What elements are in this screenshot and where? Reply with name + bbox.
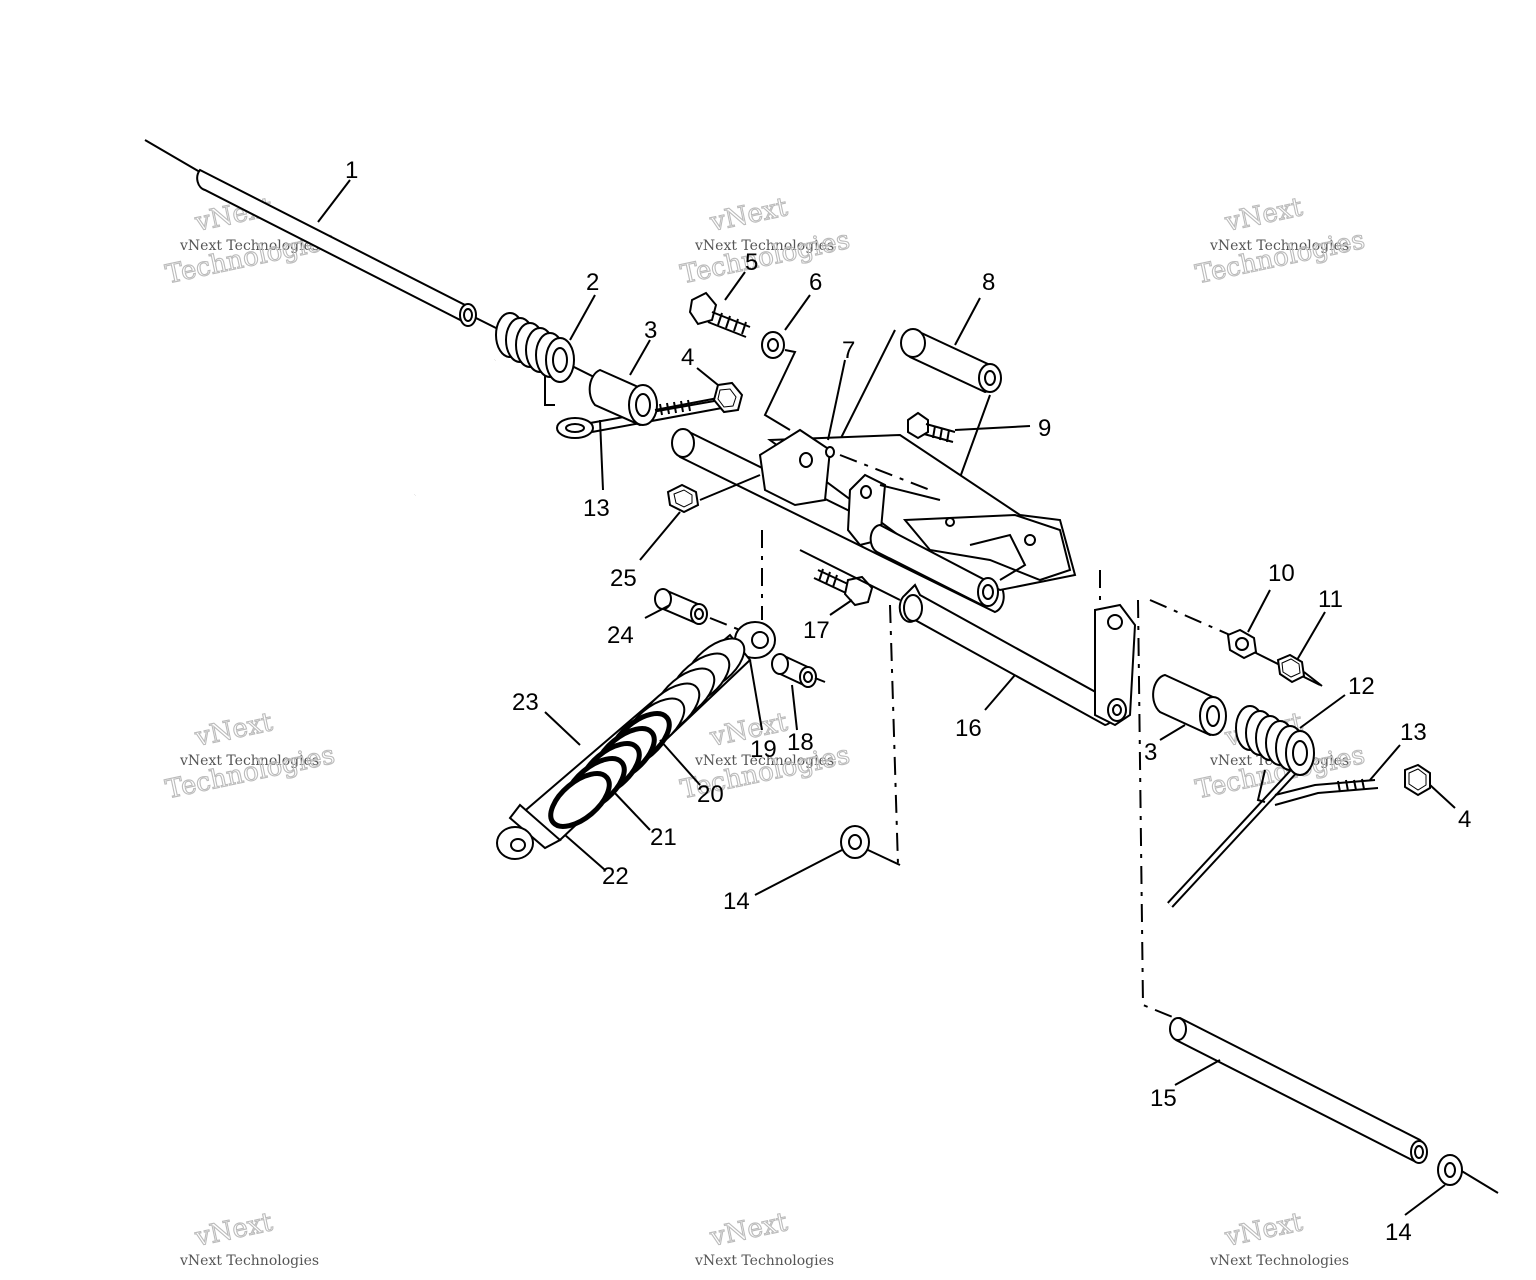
callout-4-right: 4	[1458, 806, 1471, 833]
callout-1: 1	[345, 157, 358, 184]
threaded-rod-left	[654, 397, 719, 416]
part-14-washer-bottom	[1437, 1154, 1463, 1186]
callout-14-bottom: 14	[1385, 1219, 1412, 1246]
watermark-line2: vNext Technologies	[694, 1253, 834, 1269]
watermark-line2: vNext Technologies	[179, 238, 319, 254]
callout-6: 6	[809, 269, 822, 296]
watermark-line1: vNext	[192, 1207, 276, 1253]
watermark-line1: vNext	[1222, 192, 1306, 238]
part-8-roller	[900, 328, 1002, 394]
part-5-bolt	[688, 291, 751, 338]
callout-15: 15	[1150, 1085, 1177, 1112]
callout-23: 23	[512, 689, 539, 716]
callout-16: 16	[955, 715, 982, 742]
part-13-eye-bolt-left	[556, 399, 723, 439]
part-11-nut	[1276, 653, 1323, 687]
shock-absorber	[496, 621, 776, 860]
watermark-group: vNext vNext Technologies Technologies vN…	[162, 192, 1368, 1269]
watermark-line1: vNext	[1222, 1207, 1306, 1253]
part-14-washer-middle	[840, 825, 901, 866]
shock-spring-coils	[548, 637, 746, 829]
callout-9: 9	[1038, 415, 1051, 442]
part-25-nut	[666, 474, 761, 514]
part-10-nut	[1226, 628, 1258, 660]
watermark-line1: vNext	[707, 192, 791, 238]
watermark-line1: vNext	[707, 1207, 791, 1253]
callout-3-right: 3	[1144, 739, 1157, 766]
callout-14-middle: 14	[723, 888, 750, 915]
callout-13-left: 13	[583, 495, 610, 522]
callout-2: 2	[586, 269, 599, 296]
part-24-bushing	[654, 588, 741, 631]
watermark-line2: vNext Technologies	[1209, 238, 1349, 254]
callout-5: 5	[745, 249, 758, 276]
callout-20: 20	[697, 781, 724, 808]
part-18-bushing	[771, 653, 826, 688]
callout-21: 21	[650, 824, 677, 851]
callout-11: 11	[1318, 586, 1343, 613]
callout-24: 24	[607, 622, 634, 649]
watermark-line1: vNext	[707, 707, 791, 753]
watermark-line2: vNext Technologies	[694, 238, 834, 254]
callout-leaders	[317, 179, 1456, 1216]
watermark-line2: vNext Technologies	[179, 1253, 319, 1269]
part-1-shaft	[196, 168, 477, 327]
part-9-small-bolt	[907, 411, 956, 443]
callout-12: 12	[1348, 673, 1375, 700]
part-3-bushing-right	[1152, 673, 1227, 737]
part-2-torsion-spring	[413, 312, 575, 497]
callout-18: 18	[787, 729, 814, 756]
watermark-line2: vNext Technologies	[1209, 1253, 1349, 1269]
callout-8: 8	[982, 269, 995, 296]
part-6-washer	[761, 331, 785, 359]
watermark-line3: Technologies	[163, 740, 338, 805]
callout-10: 10	[1268, 560, 1295, 587]
part-4-hex-nut-top	[712, 381, 744, 414]
callout-13-right: 13	[1400, 719, 1427, 746]
watermark-line1: vNext	[192, 707, 276, 753]
callout-3: 3	[644, 317, 657, 344]
callout-17: 17	[803, 617, 830, 644]
part-4-hex-nut-right	[1404, 763, 1431, 797]
watermark-line3: Technologies	[1193, 225, 1368, 290]
watermark-line2: vNext Technologies	[694, 753, 834, 769]
part-7-suspension-arm	[671, 428, 1077, 614]
watermark-line2: vNext Technologies	[179, 753, 319, 769]
callout-4: 4	[681, 344, 694, 371]
part-13-eye-bolt-right	[1274, 778, 1379, 806]
assembly-dash-lines	[761, 530, 1231, 1021]
part-16-cross-shaft	[898, 583, 1137, 727]
watermark-line3: Technologies	[678, 225, 853, 290]
callout-labels: 1 2 3 4 5 6 7 8 9 13 25 24 17 10 11 12 2…	[345, 157, 1471, 1246]
callout-22: 22	[602, 863, 629, 890]
part-12-torsion-spring	[1167, 705, 1315, 908]
callout-7: 7	[842, 337, 855, 364]
part-3-bushing-left	[588, 368, 658, 427]
callout-19: 19	[750, 736, 777, 763]
callout-25: 25	[610, 565, 637, 592]
part-15-tube	[1169, 1016, 1428, 1164]
part-17-bolt	[799, 549, 901, 607]
